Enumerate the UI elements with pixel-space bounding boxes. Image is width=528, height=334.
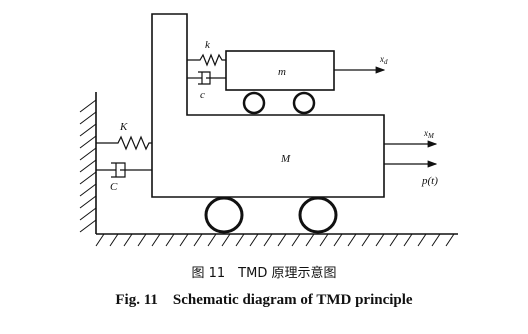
small-spring [187,53,226,67]
main-mass-body [151,13,385,198]
label-small-damper: c [200,89,205,101]
main-wheel-right [298,196,338,234]
main-wheel-left [204,196,244,234]
small-wheel-right [292,91,316,115]
large-spring [96,135,152,151]
label-small-spring: k [205,39,211,51]
caption-english: Fig. 11 Schematic diagram of TMD princip… [115,292,413,308]
main-mass-wheels [204,196,338,234]
small-wheel-left [242,91,266,115]
left-wall [79,92,97,234]
label-small-mass: m [278,66,286,78]
label-large-mass: M [280,153,291,165]
ground [95,233,458,247]
label-force: p(t) [421,175,438,187]
label-small-disp: xd [379,54,388,66]
small-damper [187,71,226,85]
small-mass-body [225,50,335,91]
label-large-disp: xM [423,128,435,140]
caption-chinese: 图 11 TMD 原理示意图 [191,266,337,281]
label-large-spring: K [119,121,128,133]
small-mass-wheels [242,91,316,115]
large-damper [96,162,152,178]
label-large-damper: C [110,181,118,193]
